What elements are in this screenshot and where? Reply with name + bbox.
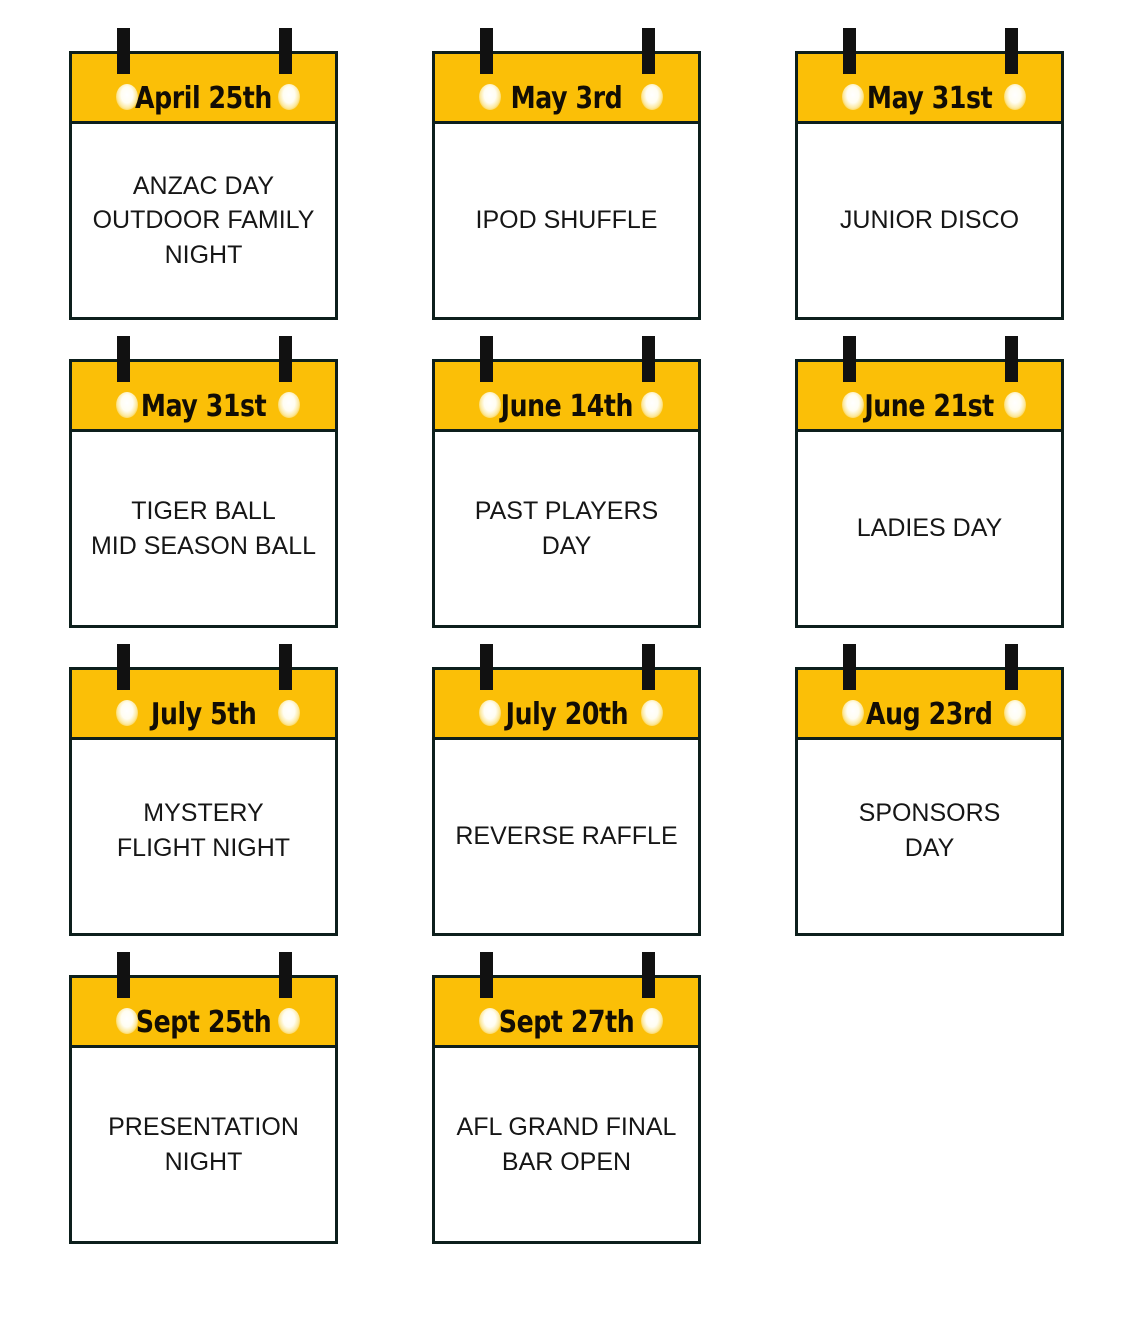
binding-ring-icon xyxy=(279,644,292,690)
binding-ring-icon xyxy=(642,28,655,74)
ring-hole-icon xyxy=(278,84,300,110)
ring-hole-icon xyxy=(1004,392,1026,418)
calendar-event-body: SPONSORS DAY xyxy=(798,740,1061,933)
binding-ring-icon xyxy=(117,28,130,74)
calendar-date-label: May 31st xyxy=(140,389,267,424)
calendar-date-label: July 5th xyxy=(150,697,257,732)
ring-hole-icon xyxy=(641,392,663,418)
binding-ring-icon xyxy=(480,28,493,74)
calendar-event-title: PRESENTATION NIGHT xyxy=(108,1113,299,1176)
ring-hole-icon xyxy=(278,700,300,726)
calendar-event-title: PAST PLAYERS DAY xyxy=(474,497,659,560)
calendar-date-header: Sept 27th xyxy=(435,978,698,1048)
binding-ring-icon xyxy=(117,952,130,998)
ring-hole-icon xyxy=(479,1008,501,1034)
binding-ring-icon xyxy=(642,952,655,998)
calendar-event-body: PAST PLAYERS DAY xyxy=(435,432,698,625)
calendar-date-header: May 31st xyxy=(72,362,335,432)
ring-hole-icon xyxy=(479,700,501,726)
calendar-date-label: Sept 27th xyxy=(498,1005,635,1040)
binding-ring-icon xyxy=(117,336,130,382)
calendar-date-header: June 14th xyxy=(435,362,698,432)
calendar-date-header: May 3rd xyxy=(435,54,698,124)
calendar-event-title: LADIES DAY xyxy=(856,514,1003,543)
calendar-event-body: TIGER BALL MID SEASON BALL xyxy=(72,432,335,625)
binding-ring-icon xyxy=(480,644,493,690)
binding-ring-icon xyxy=(480,336,493,382)
ring-hole-icon xyxy=(641,84,663,110)
binding-ring-icon xyxy=(642,644,655,690)
calendar-date-label: Aug 23rd xyxy=(866,697,993,732)
calendar-date-label: April 25th xyxy=(135,81,272,116)
binding-ring-icon xyxy=(279,28,292,74)
calendar-date-header: June 21st xyxy=(798,362,1061,432)
ring-hole-icon xyxy=(116,1008,138,1034)
ring-hole-icon xyxy=(116,700,138,726)
calendar-date-label: June 21st xyxy=(864,389,995,424)
calendar-date-header: April 25th xyxy=(72,54,335,124)
binding-ring-icon xyxy=(843,336,856,382)
calendar-event-title: JUNIOR DISCO xyxy=(839,206,1020,235)
ring-hole-icon xyxy=(479,392,501,418)
binding-ring-icon xyxy=(1005,28,1018,74)
binding-ring-icon xyxy=(843,28,856,74)
calendar-date-header: Sept 25th xyxy=(72,978,335,1048)
calendar-event-body: AFL GRAND FINAL BAR OPEN xyxy=(435,1048,698,1241)
ring-hole-icon xyxy=(641,1008,663,1034)
ring-hole-icon xyxy=(479,84,501,110)
calendar-event-title: IPOD SHUFFLE xyxy=(475,206,658,235)
calendar-date-label: July 20th xyxy=(505,697,628,732)
calendar-date-label: May 31st xyxy=(866,81,993,116)
calendar-event-body: IPOD SHUFFLE xyxy=(435,124,698,317)
calendar-event-body: REVERSE RAFFLE xyxy=(435,740,698,933)
calendar-date-header: May 31st xyxy=(798,54,1061,124)
calendar-event-body: JUNIOR DISCO xyxy=(798,124,1061,317)
calendar-event-title: SPONSORS DAY xyxy=(858,799,1001,862)
ring-hole-icon xyxy=(278,1008,300,1034)
calendar-date-header: July 5th xyxy=(72,670,335,740)
calendar-date-label: May 3rd xyxy=(510,81,623,116)
calendar-date-header: July 20th xyxy=(435,670,698,740)
ring-hole-icon xyxy=(116,392,138,418)
calendar-date-label: Sept 25th xyxy=(135,1005,272,1040)
binding-ring-icon xyxy=(480,952,493,998)
calendar-event-body: LADIES DAY xyxy=(798,432,1061,625)
calendar-event-body: ANZAC DAY OUTDOOR FAMILY NIGHT xyxy=(72,124,335,317)
calendar-date-label: June 14th xyxy=(500,389,633,424)
calendar-date-header: Aug 23rd xyxy=(798,670,1061,740)
calendar-event-title: ANZAC DAY OUTDOOR FAMILY NIGHT xyxy=(92,171,315,269)
ring-hole-icon xyxy=(842,84,864,110)
calendar-event-title: REVERSE RAFFLE xyxy=(455,822,678,851)
calendar-event-body: PRESENTATION NIGHT xyxy=(72,1048,335,1241)
ring-hole-icon xyxy=(641,700,663,726)
ring-hole-icon xyxy=(1004,700,1026,726)
binding-ring-icon xyxy=(843,644,856,690)
calendar-event-body: MYSTERY FLIGHT NIGHT xyxy=(72,740,335,933)
calendar-event-title: MYSTERY FLIGHT NIGHT xyxy=(116,799,291,862)
ring-hole-icon xyxy=(842,392,864,418)
calendar-event-title: TIGER BALL MID SEASON BALL xyxy=(90,497,317,560)
calendar-event-title: AFL GRAND FINAL BAR OPEN xyxy=(456,1113,677,1176)
binding-ring-icon xyxy=(642,336,655,382)
binding-ring-icon xyxy=(279,952,292,998)
ring-hole-icon xyxy=(278,392,300,418)
binding-ring-icon xyxy=(279,336,292,382)
binding-ring-icon xyxy=(1005,644,1018,690)
binding-ring-icon xyxy=(117,644,130,690)
binding-ring-icon xyxy=(1005,336,1018,382)
ring-hole-icon xyxy=(1004,84,1026,110)
ring-hole-icon xyxy=(842,700,864,726)
